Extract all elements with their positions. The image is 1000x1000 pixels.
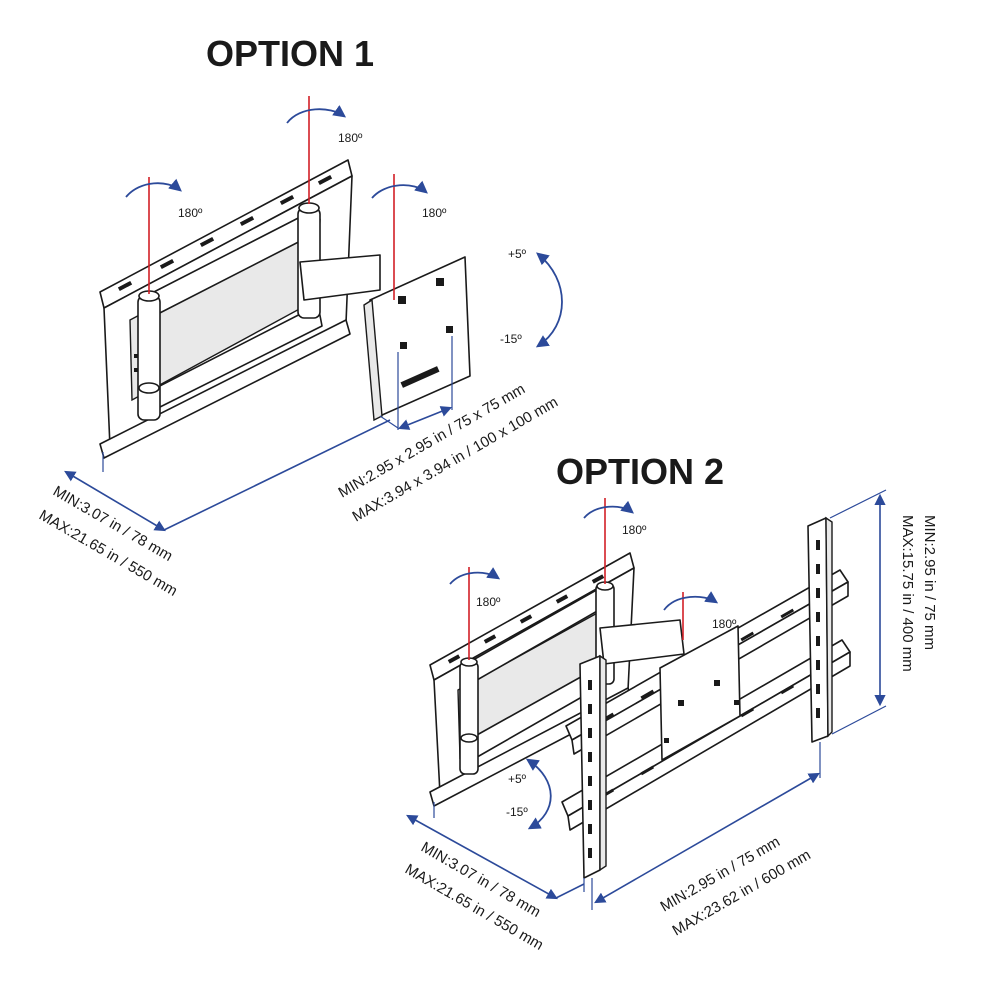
option1-rotation-label-left: 180º <box>178 206 203 220</box>
option2-rotation-label-center: 180º <box>622 523 647 537</box>
option1-rotation-label-center: 180º <box>338 131 363 145</box>
option1-tilt-indicator: +5º -15º <box>500 247 563 348</box>
option2-height-dimension: MIN:2.95 in / 75 mm MAX:15.75 in / 400 m… <box>829 489 938 735</box>
option1-tilt-up-label: +5º <box>508 247 527 261</box>
option2-rotation-label-left: 180º <box>476 595 501 609</box>
option1-title: OPTION 1 <box>206 33 374 74</box>
option2-tilt-down-label: -15º <box>506 805 528 819</box>
option1-tilt-down-label: -15º <box>500 332 522 346</box>
option1-group: OPTION 1 <box>36 33 563 600</box>
option2-title: OPTION 2 <box>556 451 724 492</box>
option2-group: OPTION 2 <box>402 451 938 954</box>
option2-tilt-up-label: +5º <box>508 772 527 786</box>
option2-tilt-indicator: +5º -15º <box>506 758 552 830</box>
option2-head-plate <box>659 625 741 761</box>
option1-depth-dimension: MIN:3.07 in / 78 mm MAX:21.65 in / 550 m… <box>36 415 399 600</box>
option2-rotation-label-right: 180º <box>712 617 737 631</box>
option1-rotation-label-right: 180º <box>422 206 447 220</box>
option1-arms <box>137 202 381 421</box>
option2-height-max-label: MAX:15.75 in / 400 mm <box>899 515 916 672</box>
option1-rotation-indicators: 180º 180º 180º <box>125 96 447 300</box>
option2-rotation-indicators: 180º 180º 180º <box>449 498 737 660</box>
option1-vesa-plate <box>363 256 471 422</box>
option2-height-min-label: MIN:2.95 in / 75 mm <box>921 515 938 650</box>
option2-depth-dimension: MIN:3.07 in / 78 mm MAX:21.65 in / 550 m… <box>402 802 585 954</box>
